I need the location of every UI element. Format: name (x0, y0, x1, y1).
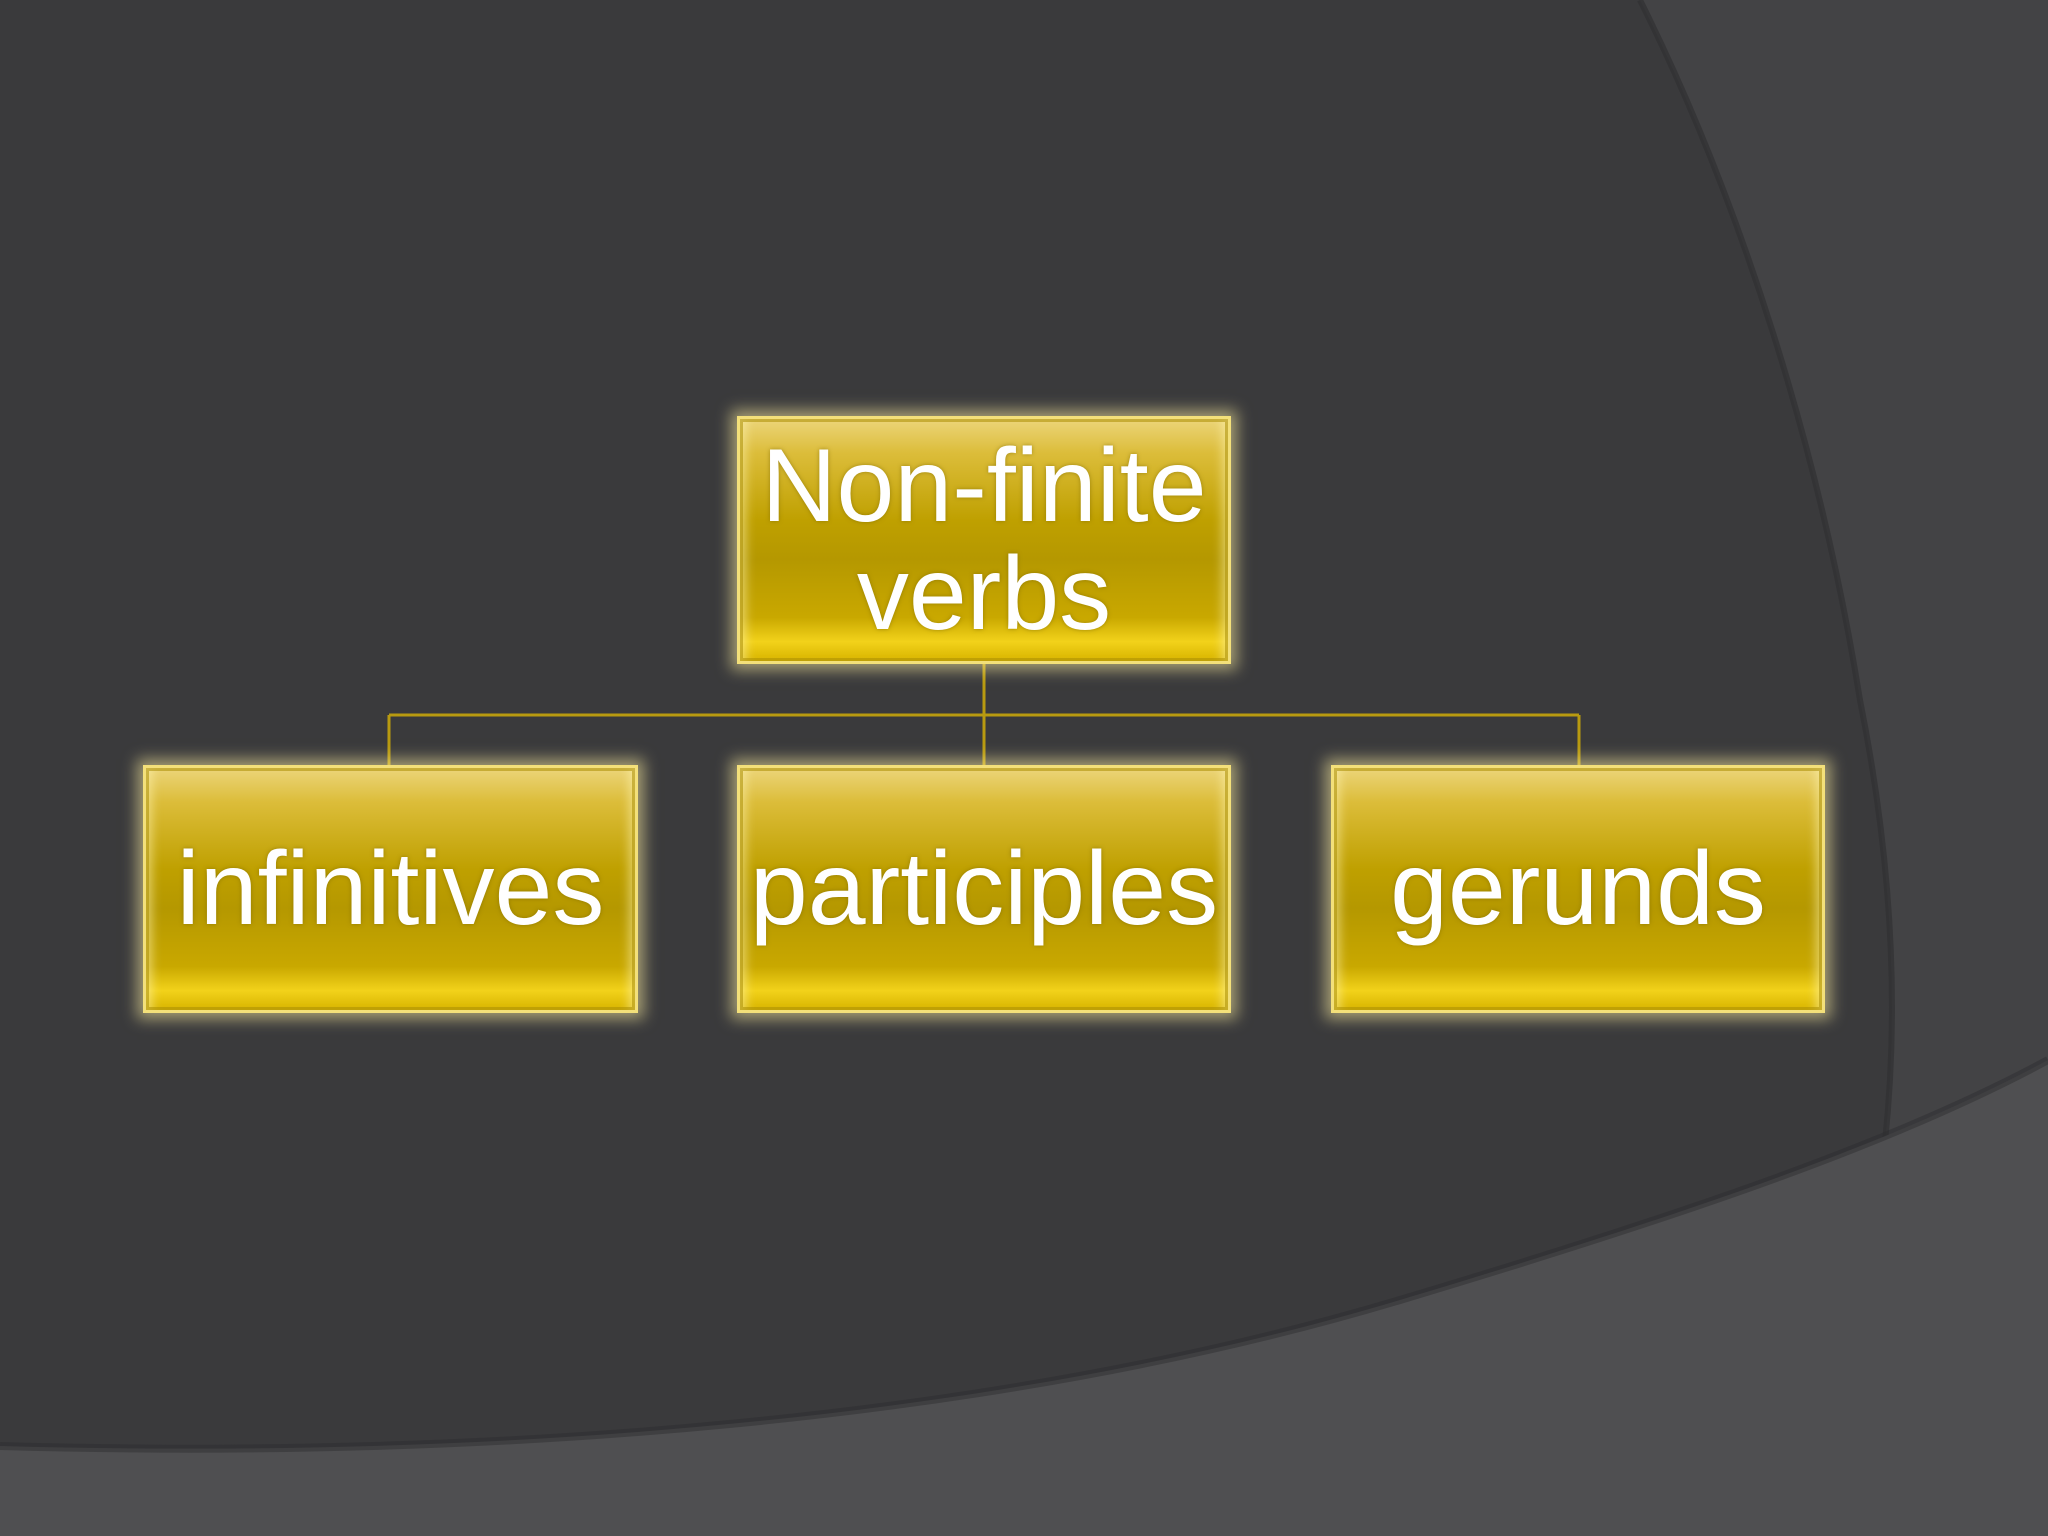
background-swoosh-bottom (0, 1060, 2048, 1536)
node-participles: participles (737, 765, 1231, 1013)
node-root-line1: Non-finite (761, 428, 1207, 544)
node-participles-label: participles (749, 831, 1219, 947)
background-swoosh-edge (0, 1056, 2048, 1453)
node-infinitives-label: infinitives (176, 831, 605, 947)
node-root-line2: verbs (856, 536, 1112, 652)
node-non-finite-verbs: Non-finite verbs (737, 416, 1231, 664)
node-infinitives: infinitives (143, 765, 638, 1013)
node-gerunds-label: gerunds (1390, 831, 1766, 947)
node-gerunds: gerunds (1331, 765, 1825, 1013)
